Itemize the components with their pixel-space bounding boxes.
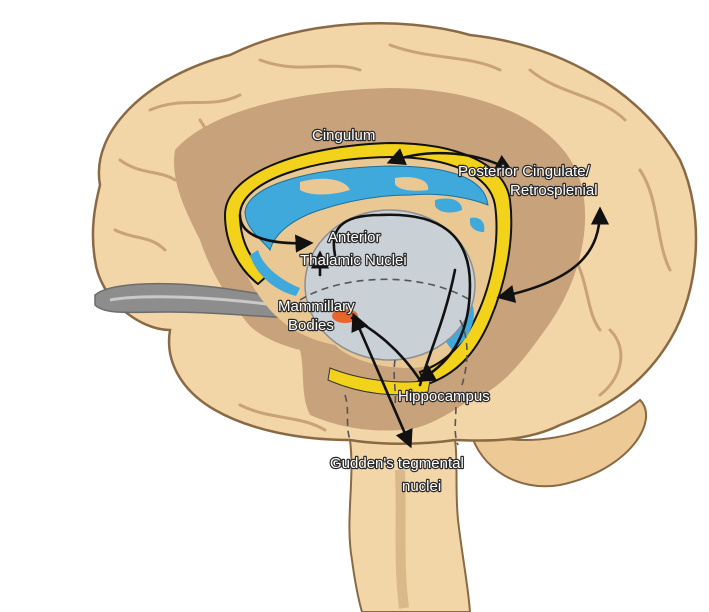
label-anterior: Anterior: [328, 229, 381, 246]
label-nuclei: nuclei: [402, 478, 441, 495]
label-hippocampus: Hippocampus: [398, 388, 490, 405]
label-bodies: Bodies: [288, 317, 334, 334]
label-cingulum: Cingulum: [312, 127, 375, 144]
label-retrosplenial: Retrosplenial: [510, 182, 598, 199]
label-posterior-cingulate: Posterior Cingulate/: [458, 163, 591, 180]
label-guddens-tegmental: Gudden's tegmental: [330, 455, 464, 472]
label-mammillary: Mammillary: [278, 298, 355, 315]
label-thalamic-nuclei: Thalamic Nuclei: [300, 252, 407, 269]
